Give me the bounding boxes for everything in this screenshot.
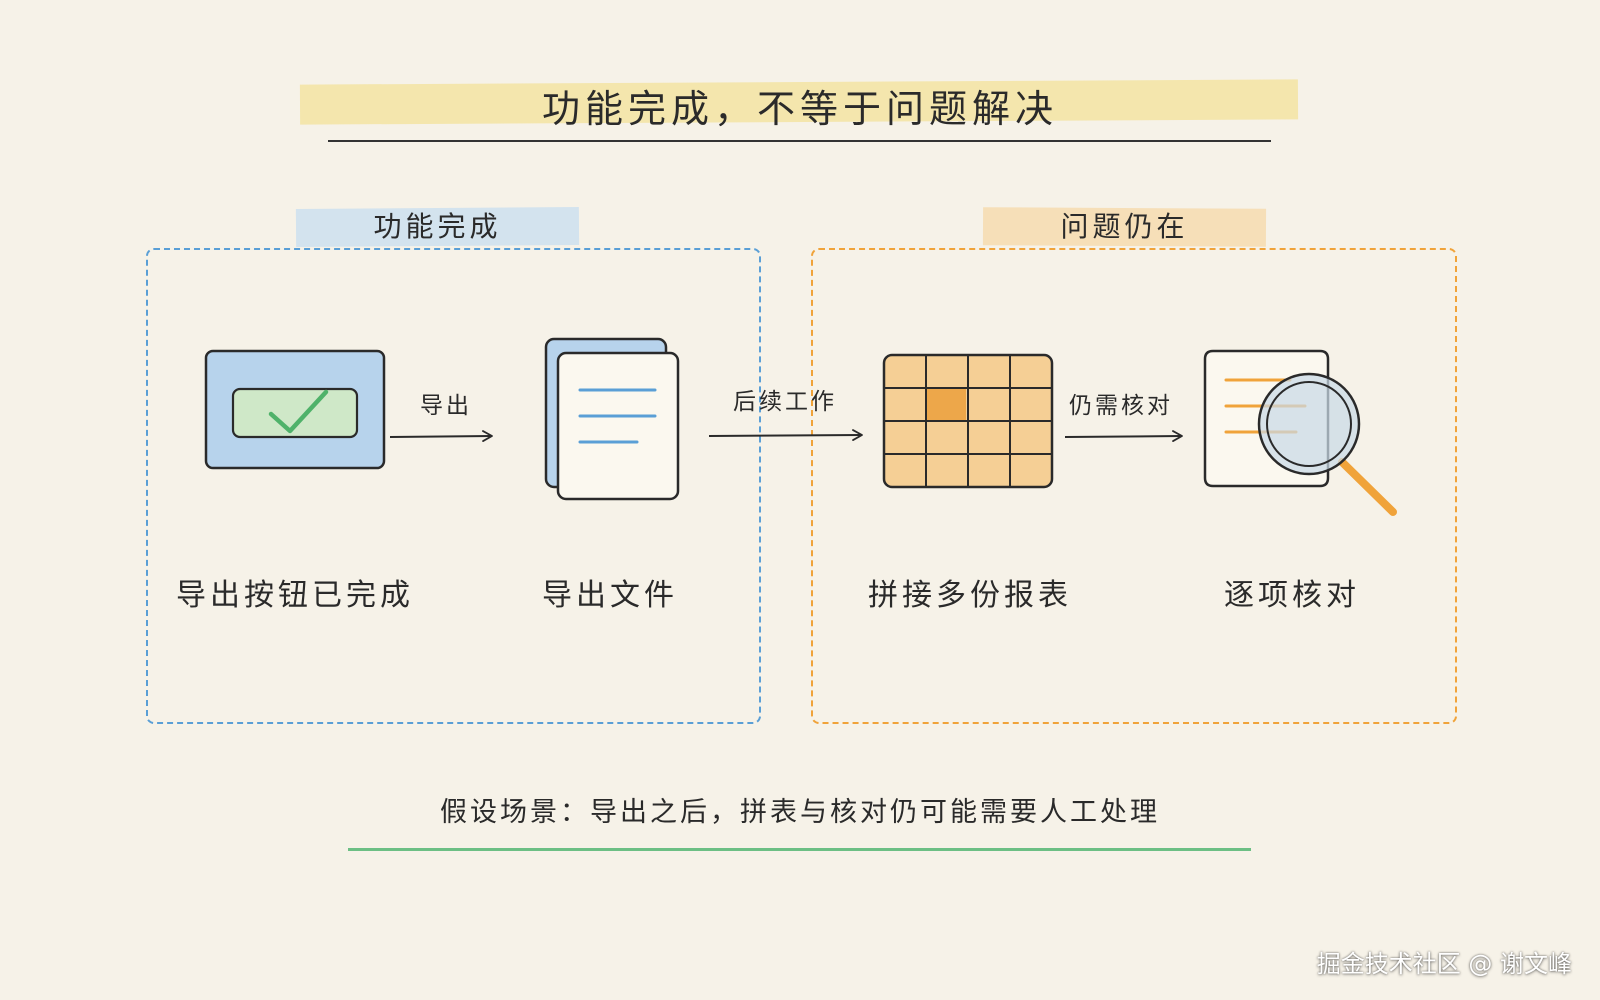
section-right-label: 问题仍在 [1060,210,1189,243]
section-left-box [146,248,761,724]
arrow-label-export: 导出 [420,393,472,419]
arrow-1 [389,430,493,442]
step-label-export-button: 导出按钮已完成 [176,578,414,613]
spreadsheet-grid-icon [882,353,1054,489]
document-stack-icon [544,337,680,501]
step-label-merge-reports: 拼接多份报表 [868,578,1072,613]
title-underline [328,140,1271,142]
arrow-3 [1064,430,1183,442]
section-left-label: 功能完成 [373,210,502,243]
section-right-box [811,248,1457,724]
magnifier-document-icon [1203,349,1397,516]
arrow-label-followup: 后续工作 [733,389,837,415]
arrow-2 [708,429,863,441]
checkmark-button-icon [204,349,386,470]
step-label-verify-items: 逐项核对 [1224,578,1360,613]
caption-underline [348,848,1251,851]
step-label-export-file: 导出文件 [542,578,678,613]
page-title: 功能完成，不等于问题解决 [541,87,1058,131]
caption: 假设场景：导出之后，拼表与核对仍可能需要人工处理 [440,797,1160,828]
watermark: 掘金技术社区 @ 谢文峰 [1316,950,1572,978]
arrow-label-verify: 仍需核对 [1069,393,1173,419]
